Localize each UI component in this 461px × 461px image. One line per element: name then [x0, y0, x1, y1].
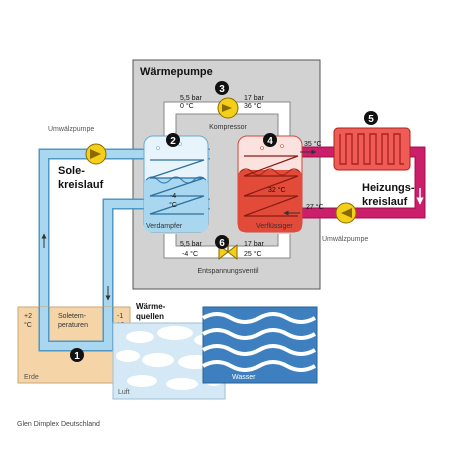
water-label: Wasser [232, 374, 256, 381]
evaporator-number-badge: 2 [166, 133, 180, 147]
brine-circuit-label-line1: Sole- [58, 165, 85, 177]
earth-temp-left-unit: °C [24, 321, 32, 329]
svg-text:4: 4 [267, 136, 273, 147]
heating-pump-label: Umwälzpumpe [322, 236, 368, 243]
svg-text:6: 6 [219, 238, 225, 249]
compressor-in-temp: 0 °C [180, 102, 194, 110]
heating-return-temp: 27 °C [306, 203, 324, 211]
valve-in-pressure: 17 bar [244, 241, 265, 248]
compressor-label: Kompressor [209, 124, 247, 131]
brine-circulation-pump [85, 143, 107, 165]
brine-temperatures-line2: peraturen [58, 322, 88, 329]
svg-text:2: 2 [170, 136, 176, 147]
evaporator-label: Verdampfer [146, 223, 183, 230]
earth-temp-right-value: -1 [117, 313, 123, 320]
svg-text:5: 5 [368, 114, 374, 125]
valve-in-temp: 25 °C [244, 250, 262, 258]
radiator-number-badge: 5 [364, 111, 378, 125]
credit-text: Glen Dimplex Deutschland [17, 421, 100, 428]
heat-sources-label-line1: Wärme- [136, 302, 166, 311]
brine-temperatures-line1: Soletem- [58, 313, 87, 320]
earth-temp-left-value: +2 [24, 313, 32, 320]
condenser-label: Verflüssiger [256, 223, 293, 230]
water-panel [202, 306, 318, 384]
air-label: Luft [118, 389, 130, 396]
condenser [237, 135, 303, 233]
evaporator-temp-value: -4 [170, 193, 176, 200]
heating-flow-temp: 35 °C [304, 140, 322, 148]
earth-label: Erde [24, 374, 39, 381]
evaporator-temp-unit: °C [169, 201, 177, 209]
evaporator [143, 135, 209, 233]
earth-number-badge: 1 [70, 348, 84, 362]
heat-pump-title: Wärmepumpe [140, 66, 213, 78]
svg-text:1: 1 [74, 351, 80, 362]
valve-out-temp: -4 °C [182, 250, 198, 258]
expansion-valve-label: Entspannungsventil [197, 268, 259, 275]
brine-pump-label: Umwälzpumpe [48, 126, 94, 133]
expansion-valve-number-badge: 6 [215, 235, 229, 249]
radiator [333, 127, 411, 171]
heating-circuit-label-line1: Heizungs- [362, 182, 415, 194]
compressor-out-pressure: 17 bar [244, 95, 265, 102]
condenser-number-badge: 4 [263, 133, 277, 147]
brine-circuit-label-line2: kreislauf [58, 179, 104, 191]
compressor-in-pressure: 5,5 bar [180, 95, 202, 102]
heating-circulation-pump [335, 202, 357, 224]
heat-sources-label-line2: quellen [136, 312, 164, 321]
svg-text:3: 3 [219, 84, 225, 95]
compressor-out-temp: 36 °C [244, 102, 262, 110]
valve-out-pressure: 5,5 bar [180, 241, 202, 248]
air-panel [112, 322, 226, 400]
condenser-temp: 32 °C [268, 186, 286, 194]
heating-circuit-label-line2: kreislauf [362, 196, 408, 208]
compressor [217, 97, 239, 119]
compressor-number-badge: 3 [215, 81, 229, 95]
